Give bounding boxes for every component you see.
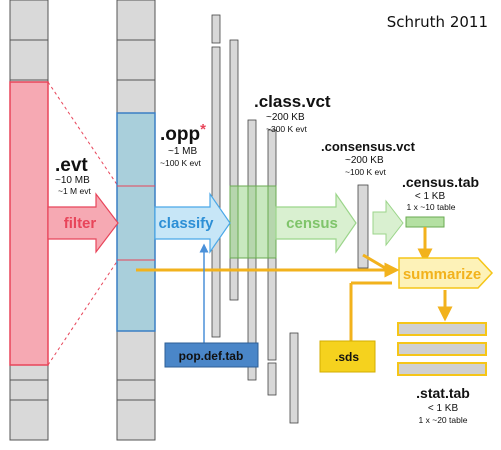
opp-size: ~1 MB (168, 146, 198, 157)
pop-def-tab-label: pop.def.tab (179, 349, 244, 363)
stat-tab-name: .stat.tab (416, 385, 470, 401)
census-tab-box (405, 216, 445, 228)
sds-label: .sds (335, 350, 359, 364)
consensus-vct-count: ~100 K evt (345, 167, 387, 177)
class-vct-annotation: .class.vct ~200 KB ~300 K evt (254, 92, 331, 134)
evt-block (9, 81, 49, 366)
evt-size: ~10 MB (55, 175, 90, 186)
consensus-vct-annotation: .consensus.vct ~200 KB ~100 K evt (321, 139, 416, 177)
census-region (229, 185, 277, 259)
census-arrow: census (275, 192, 357, 254)
opp-block (116, 112, 156, 332)
opp-count: ~100 K evt (160, 158, 202, 168)
evt-count: ~1 M evt (58, 186, 91, 196)
class-vct-count: ~300 K evt (266, 124, 308, 134)
filter-label: filter (64, 215, 97, 232)
sds-box: .sds (319, 340, 376, 373)
consensus-vct-name: .consensus.vct (321, 139, 416, 154)
stat-tab-count: 1 x ~20 table (419, 415, 468, 425)
stat-tab-bars (397, 322, 487, 376)
opp-name: .opp* (160, 121, 206, 145)
class-vct-name: .class.vct (254, 92, 331, 111)
summarize-label: summarize (403, 266, 481, 283)
classify-arrow: classify (154, 192, 231, 254)
classify-label: classify (158, 215, 214, 232)
filter-arrow: filter (47, 192, 119, 254)
consensus-vct-bar (357, 184, 369, 269)
opp-annotation: .opp* ~1 MB ~100 K evt (160, 121, 206, 168)
census-label: census (286, 215, 338, 232)
census-output-arrow (372, 199, 404, 247)
evt-name: .evt (55, 155, 88, 176)
stat-tab-annotation: .stat.tab < 1 KB 1 x ~20 table (416, 385, 470, 425)
summarize-connectors (136, 227, 453, 341)
summarize-box: summarize (398, 257, 494, 289)
stat-tab-size: < 1 KB (428, 403, 459, 414)
consensus-vct-size: ~200 KB (345, 155, 384, 166)
pop-def-tab-box: pop.def.tab (164, 342, 259, 368)
census-tab-name: .census.tab (402, 174, 479, 190)
census-tab-count: 1 x ~10 table (407, 202, 456, 212)
funnel-line-bottom (47, 259, 119, 366)
class-vct-size: ~200 KB (266, 112, 305, 123)
opp-asterisk: * (200, 121, 206, 138)
evt-annotation: .evt ~10 MB ~1 M evt (55, 155, 91, 196)
census-tab-annotation: .census.tab < 1 KB 1 x ~10 table (402, 174, 479, 212)
credit-label: Schruth 2011 (387, 13, 488, 31)
census-tab-size: < 1 KB (415, 191, 446, 202)
funnel-line-top (47, 81, 119, 187)
